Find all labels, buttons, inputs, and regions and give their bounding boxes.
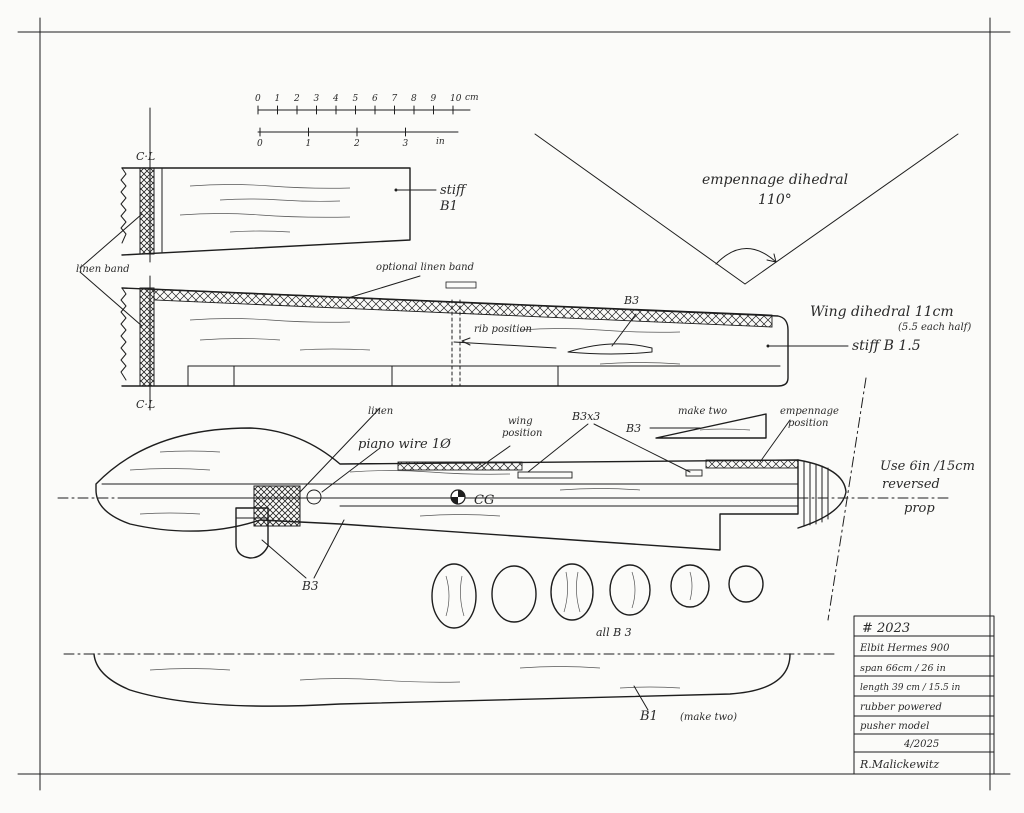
cg-target-icon	[450, 489, 466, 505]
scale-in-unit: in	[436, 137, 445, 147]
linen-band-label: linen band	[76, 264, 130, 275]
scale-in-tick-label: 2	[353, 139, 360, 149]
scale-cm-tick-label: 5	[353, 94, 359, 104]
scale-cm-tick-label: 0	[255, 94, 261, 104]
scale-in-tick-label: 3	[403, 139, 409, 149]
wing-position-label-2: position	[502, 428, 542, 439]
wing-position-label-1: wing	[508, 416, 533, 427]
linen-label: linen	[368, 406, 393, 417]
prop-label-2: reversed	[882, 477, 940, 492]
center-panel-drawing	[120, 107, 437, 263]
scale-bar: 0 1 2 3 4 5 6 7 8 9 10 0 1 2 3	[255, 94, 471, 149]
scale-cm-tick-label: 10	[450, 94, 462, 104]
make-two-label: make two	[678, 406, 727, 417]
wing-plan-drawing	[120, 275, 849, 411]
empennage-position-label-2: position	[788, 418, 828, 429]
scale-cm-tick-label: 9	[431, 94, 437, 104]
scale-cm-tick-label: 2	[293, 94, 300, 104]
scale-cm-tick-label: 6	[372, 94, 378, 104]
cl-bottom-label: C·L	[136, 398, 155, 411]
prop-label-3: prop	[904, 501, 935, 516]
all-b3-label: all B 3	[596, 626, 632, 639]
scale-cm-tick-label: 7	[392, 94, 398, 104]
title-span: span 66cm / 26 in	[860, 663, 946, 674]
scale-cm-unit: cm	[465, 93, 479, 103]
scale-cm-tick-label: 1	[275, 94, 281, 104]
title-type-2: pusher model	[860, 721, 929, 732]
tail-b3-label: B3	[625, 422, 641, 435]
empennage-dihedral-label: empennage dihedral	[702, 172, 848, 188]
scale-in-tick-label: 0	[257, 139, 263, 149]
title-type-1: rubber powered	[860, 702, 942, 713]
fuselage-b3-label: B3	[301, 579, 319, 593]
empennage-dihedral-drawing	[534, 133, 959, 285]
b1-make-two-label: (make two)	[680, 712, 737, 723]
sheet-frame	[17, 17, 1011, 791]
b3x3-label: B3x3	[571, 410, 600, 423]
formers-drawing	[431, 563, 764, 629]
title-length: length 39 cm / 15.5 in	[860, 683, 960, 693]
scale-cm-tick-label: 3	[314, 94, 320, 104]
stiff-b15-label: stiff B 1.5	[852, 338, 921, 354]
cl-top-label: C·L	[136, 150, 155, 163]
cg-label: CG	[474, 493, 494, 508]
title-number: # 2023	[862, 621, 910, 636]
title-block	[853, 615, 995, 775]
wing-dihedral-label: Wing dihedral 11cm	[810, 304, 954, 320]
optional-linen-band-label: optional linen band	[376, 262, 474, 273]
scale-cm-tick-label: 8	[411, 94, 417, 104]
empennage-position-label-1: empennage	[780, 406, 839, 417]
scale-in-tick-label: 1	[306, 139, 312, 149]
fuselage-side-b1-drawing	[63, 653, 837, 711]
stiff-label: stiff	[440, 183, 468, 198]
stiff-b1-label: B1	[439, 199, 458, 214]
tail-fin-drawing	[649, 413, 767, 439]
b1-label: B1	[639, 709, 658, 724]
rib-position-label: rib position	[474, 324, 532, 335]
title-date: 4/2025	[903, 739, 939, 750]
linen-band-leaders	[79, 213, 143, 327]
empennage-angle-label: 110°	[758, 192, 792, 208]
wing-b3-label: B3	[623, 294, 639, 307]
fuselage-side-drawing	[57, 377, 951, 621]
prop-label-1: Use 6in /15cm	[880, 459, 975, 474]
scale-cm-tick-label: 4	[332, 94, 339, 104]
wing-dihedral-sub-label: (5.5 each half)	[898, 322, 971, 333]
title-name: Elbit Hermes 900	[859, 643, 950, 654]
piano-wire-label: piano wire 1Ø	[358, 437, 451, 452]
title-signature: R.Malickewitz	[859, 758, 939, 771]
